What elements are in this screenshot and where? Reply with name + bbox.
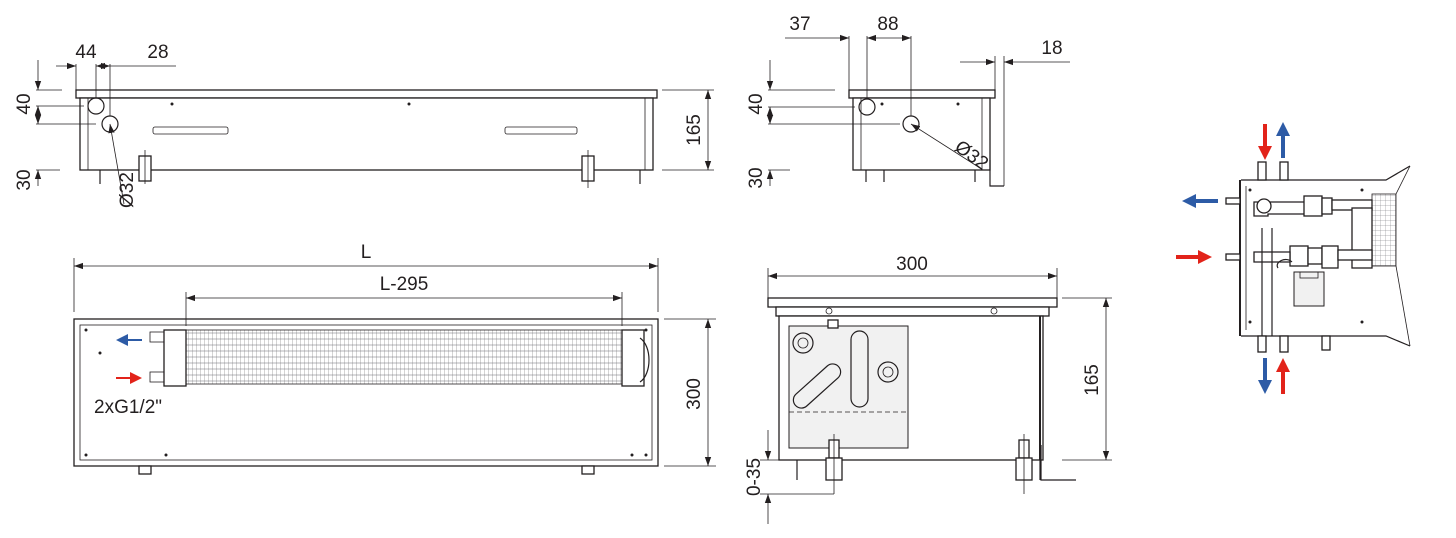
return-out-bottom-arrow-icon <box>1258 358 1272 394</box>
section-dim-leg-range: 0-35 <box>744 458 765 496</box>
return-out-top-arrow-icon <box>1276 122 1290 158</box>
side-dim-37: 37 <box>789 14 810 35</box>
front-view: 44 28 40 30 165 Ø32 <box>14 42 714 208</box>
top-dim-L-295: L-295 <box>380 274 429 295</box>
return-arrow-icon <box>116 334 142 346</box>
top-view: L L-295 300 2xG1/2" <box>73 242 716 475</box>
section-dim-300: 300 <box>896 254 928 275</box>
front-dim-28: 28 <box>147 42 168 63</box>
section-view: 300 165 0-35 <box>744 254 1112 524</box>
supply-in-top-arrow-icon <box>1258 124 1272 160</box>
return-out-side-arrow-icon <box>1182 194 1218 208</box>
connection-label: 2xG1/2" <box>94 397 162 418</box>
supply-in-bottom-arrow-icon <box>1276 358 1290 394</box>
front-pipe-diameter: Ø32 <box>117 172 138 208</box>
front-dim-44: 44 <box>75 42 97 63</box>
side-dim-30: 30 <box>746 167 767 188</box>
top-dim-300: 300 <box>684 378 705 410</box>
supply-arrow-icon <box>116 372 142 384</box>
side-dim-88: 88 <box>877 14 898 35</box>
side-dim-40: 40 <box>746 93 767 114</box>
section-dim-165: 165 <box>1082 364 1103 396</box>
top-dim-L: L <box>361 242 372 263</box>
front-dim-30: 30 <box>14 169 35 190</box>
front-dim-40: 40 <box>14 93 35 114</box>
connection-detail <box>1176 122 1411 394</box>
front-dim-165: 165 <box>684 114 705 146</box>
side-view: 37 88 18 40 30 Ø32 <box>746 14 1070 189</box>
supply-in-side-arrow-icon <box>1176 250 1212 264</box>
side-dim-18: 18 <box>1041 38 1062 59</box>
